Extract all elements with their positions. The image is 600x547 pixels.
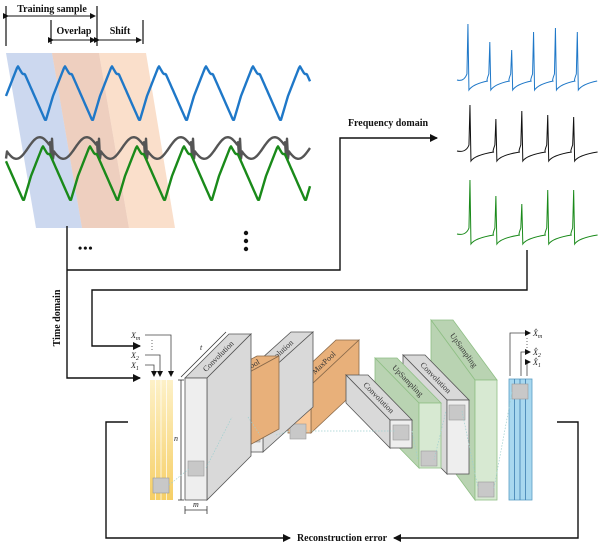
kernel-patch — [187, 460, 205, 477]
output-matrix — [508, 378, 533, 501]
svg-text:X̂1: X̂1 — [532, 357, 541, 369]
kernel-patch — [477, 481, 495, 498]
kernel-patch — [392, 424, 410, 441]
window-dimension-annotations: Training sample Overlap Shift — [3, 4, 144, 46]
receptive-field-lines — [168, 391, 513, 489]
phase-a-spectrum — [456, 23, 598, 92]
svg-text:X2: X2 — [130, 351, 139, 362]
encoder-convolution-1: Convolution — [184, 333, 252, 501]
input-matrix — [150, 380, 173, 500]
svg-text:Xm: Xm — [130, 331, 141, 342]
dim-n-label: n — [174, 434, 178, 443]
output-labels: X̂m X̂2 X̂1 — [509, 328, 543, 376]
horizontal-ellipsis: ••• — [78, 241, 94, 255]
frequency-domain-label: Frequency domain — [348, 118, 429, 129]
frequency-spectra — [456, 23, 598, 246]
kernel-patch — [448, 404, 466, 421]
decoder-convolution-1: Convolution — [345, 374, 413, 449]
time-domain-label: Time domain — [52, 289, 63, 346]
phase-c-spectrum — [456, 179, 598, 246]
phase-b-spectrum — [456, 104, 598, 163]
phase-b-waveform — [4, 136, 311, 160]
phase-c-waveform — [4, 145, 312, 201]
dim-m-label: m — [193, 500, 199, 509]
svg-text:X̂2: X̂2 — [532, 347, 541, 359]
dim-t-label: t — [200, 343, 203, 352]
kernel-patch — [420, 450, 438, 467]
reconstruction-error-label: Reconstruction error — [297, 533, 388, 544]
vertical-ellipsis — [243, 230, 249, 252]
kernel-patch — [289, 423, 307, 440]
flow-arrows — [66, 134, 579, 542]
time-domain-waveforms — [4, 65, 312, 201]
svg-text:X̂m: X̂m — [532, 328, 543, 340]
dimension-marks: n m t — [174, 331, 227, 514]
network-blocks: MaxPoolConvolutionMaxPoolConvolutionUpSa… — [184, 318, 498, 502]
sliding-windows — [6, 53, 175, 228]
input-labels: Xm X2 X1 — [130, 331, 174, 377]
svg-text:X1: X1 — [130, 361, 139, 372]
shift-label: Shift — [110, 26, 131, 37]
overlap-label: Overlap — [57, 26, 92, 37]
training-sample-label: Training sample — [17, 4, 87, 15]
phase-a-waveform — [4, 65, 312, 121]
